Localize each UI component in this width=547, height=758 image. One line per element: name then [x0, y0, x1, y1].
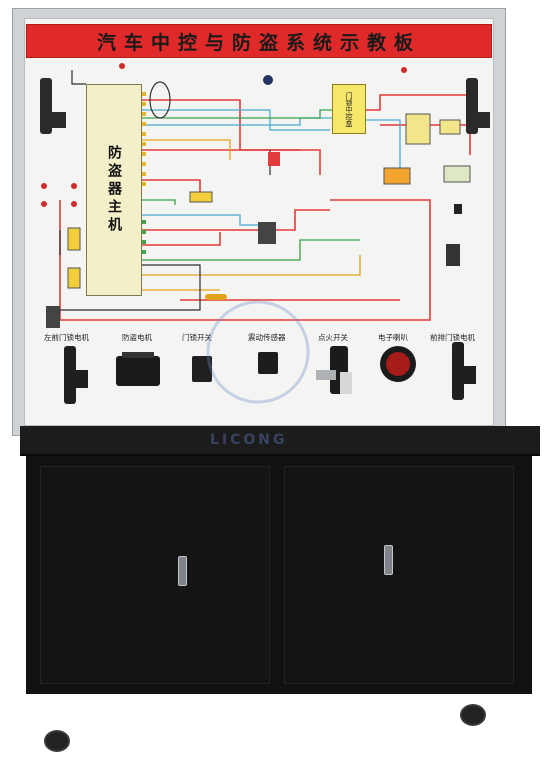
component-label: 震动传感器 — [248, 333, 286, 342]
ecu-label: 防盗器主机 — [106, 145, 122, 235]
component-label: 点火开关 — [318, 333, 348, 342]
speaker-icon — [268, 152, 280, 166]
door-lock-actuator-icon — [452, 342, 476, 400]
watermark-text: LICONG — [210, 432, 288, 448]
component-label: 防盗电机 — [122, 333, 152, 342]
caster-wheel-icon — [44, 730, 70, 752]
component-label: 电子喇叭 — [378, 333, 408, 342]
caster-wheel-icon — [460, 704, 486, 726]
cabinet-handle-icon — [178, 556, 187, 586]
cabinet-door-right — [284, 466, 514, 684]
door-module-label: 门锁中控盒 — [345, 91, 353, 127]
controller-icon — [116, 352, 160, 386]
component-label: 左前门锁电机 — [44, 333, 89, 342]
ecu-box: 防盗器主机 — [86, 84, 142, 296]
board-title: 汽车中控与防盗系统示教板 — [96, 31, 421, 54]
component-label-row: 左前门锁电机 防盗电机 门锁开关 震动传感器 点火开关 电子喇叭 前排门锁电机 — [26, 332, 492, 346]
title-banner: 汽车中控与防盗系统示教板 — [26, 24, 492, 58]
cabinet-handle-icon — [384, 545, 393, 575]
ignition-icon — [316, 346, 352, 394]
cabinet-top — [20, 426, 540, 456]
horn-icon — [380, 346, 416, 382]
sensor-icon — [258, 352, 278, 374]
relay-icon — [67, 267, 81, 289]
cabinet-door-left — [40, 466, 270, 684]
fuse-icon — [67, 227, 81, 251]
component-label: 门锁开关 — [182, 333, 212, 342]
door-module-box: 门锁中控盒 — [332, 84, 366, 134]
door-lock-actuator-icon — [64, 346, 88, 404]
switch-icon — [192, 356, 212, 382]
component-label: 前排门锁电机 — [430, 333, 475, 342]
